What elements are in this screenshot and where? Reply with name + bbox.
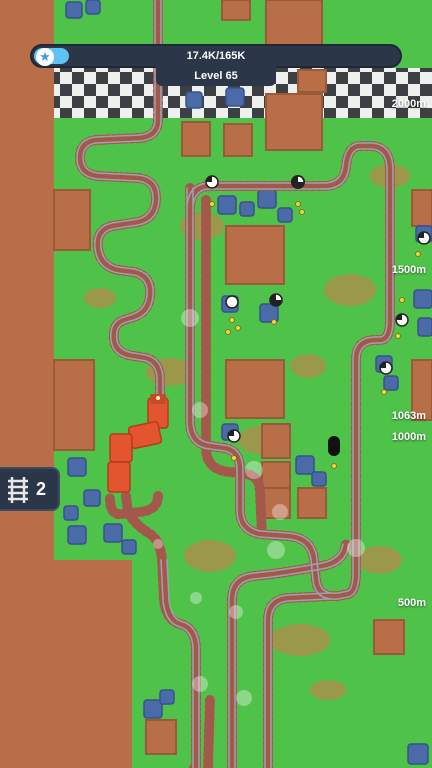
train-car[interactable] [109,433,133,463]
station-timer-icon [379,361,393,375]
distance-marker: 1500m [391,264,426,276]
distance-marker: 500m [397,597,426,609]
progress-text: 17.4K/165K [186,50,246,62]
rail-track-icon [8,477,28,503]
train-headlight [156,396,160,400]
rail-count: 2 [36,479,47,499]
station-timer-icon [269,293,283,307]
distance-marker: 1000m [391,431,426,443]
rail-inventory-button[interactable]: 2 [0,467,60,511]
train-car[interactable] [107,461,131,493]
station-timer-icon [291,175,305,189]
level-progress-bar: ★ 17.4K/165K [30,44,402,68]
star-icon: ★ [36,48,54,66]
dirt-cliff-left-top [0,0,54,560]
station-timer-icon [328,436,340,456]
passengers [209,201,421,469]
smoke-bubbles [153,309,365,706]
stations [205,175,431,456]
station-timer-icon [227,429,241,443]
dirt-cliff-left [0,560,132,768]
distance-marker: 2000m [391,98,426,110]
level-label: Level 65 [156,66,276,86]
distance-marker: 1063m [391,410,426,422]
train[interactable] [107,394,169,493]
railway-tracks [75,0,395,768]
station-timer-icon [205,175,219,189]
dirt-blocks [53,0,432,755]
station-timer-icon [417,231,431,245]
station-timer-icon [225,295,239,309]
station-timer-icon [395,313,409,327]
